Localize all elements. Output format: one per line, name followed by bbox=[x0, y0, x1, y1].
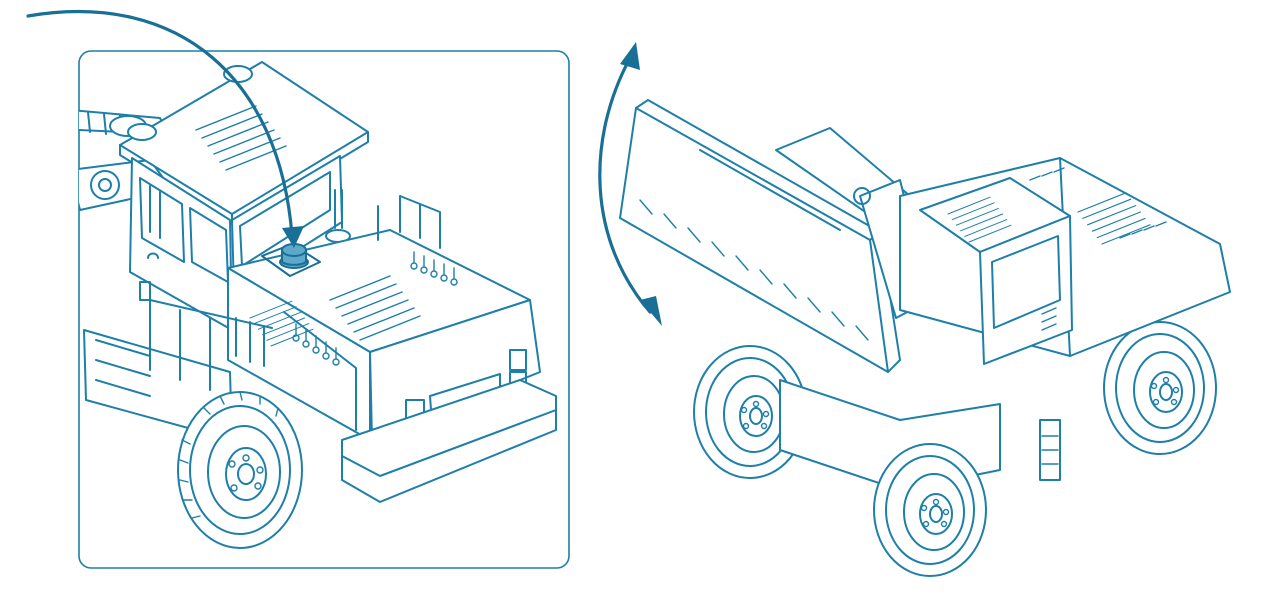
rear-right-tire bbox=[1103, 321, 1217, 455]
cab-body bbox=[129, 155, 351, 331]
double-headed-curved-arrow-icon bbox=[598, 42, 662, 326]
closeup-machine bbox=[79, 61, 557, 549]
raised-bucket bbox=[619, 99, 901, 373]
roof-control-knob-icon bbox=[261, 243, 321, 277]
closeup-panel bbox=[26, 10, 570, 569]
closeup-tire bbox=[177, 391, 303, 549]
engine-hood bbox=[227, 195, 557, 503]
overview-machine bbox=[598, 42, 1231, 577]
curved-arrow-icon bbox=[26, 10, 304, 248]
front-right-tire bbox=[873, 443, 987, 577]
